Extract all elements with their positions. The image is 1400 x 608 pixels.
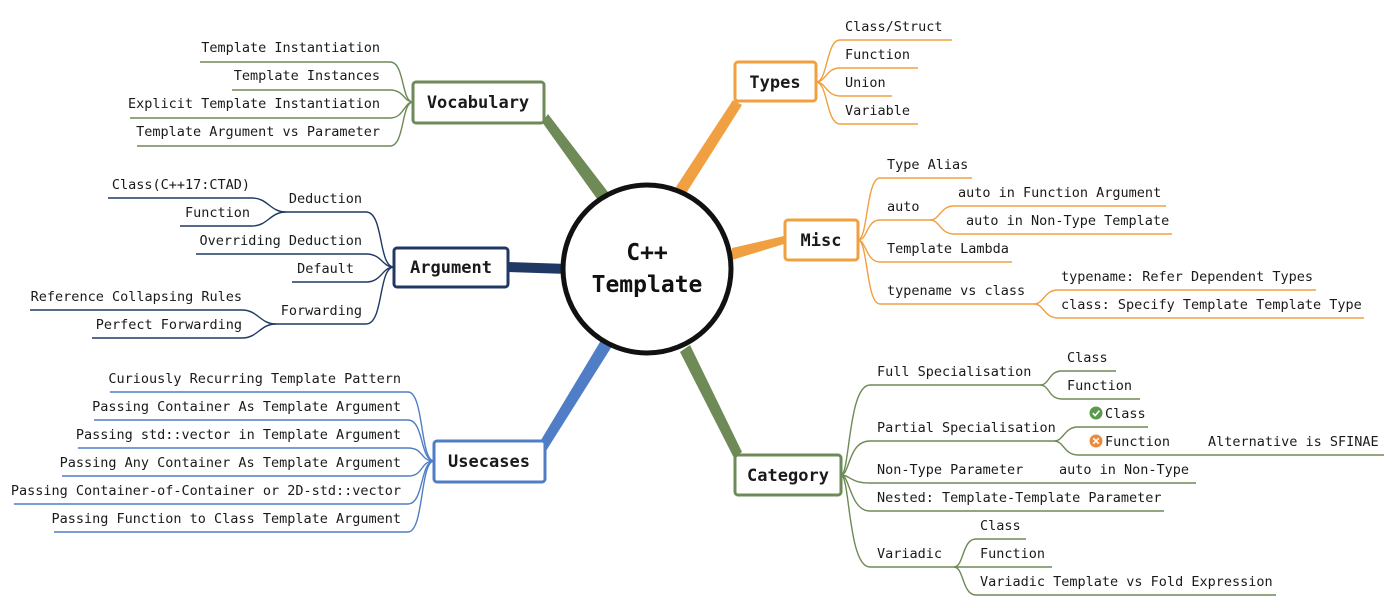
argument-forwarding[interactable]: Forwarding (281, 303, 362, 319)
category-nested-template-template[interactable]: Nested: Template-Template Parameter (877, 490, 1161, 506)
vocab-item-explicit-instantiation[interactable]: Explicit Template Instantiation (128, 96, 380, 112)
argument-deduction[interactable]: Deduction (289, 191, 362, 207)
category-non-type-parameter[interactable]: Non-Type Parameter (877, 462, 1023, 478)
usecase-item-passing-std-vector[interactable]: Passing std::vector in Template Argument (76, 427, 401, 443)
connector-category (680, 345, 742, 458)
usecase-item-crtp[interactable]: Curiously Recurring Template Pattern (108, 371, 401, 387)
node-vocabulary-label: Vocabulary (427, 93, 529, 113)
misc-auto-non-type-template[interactable]: auto in Non-Type Template (966, 213, 1169, 229)
category-full-function[interactable]: Function (1067, 378, 1132, 394)
misc-typename-vs-class[interactable]: typename vs class (887, 283, 1025, 299)
category-partial-function-note[interactable]: Alternative is SFINAE (1208, 434, 1379, 450)
types-lines (815, 39, 952, 125)
misc-lines (857, 177, 1364, 319)
types-item-class-struct[interactable]: Class/Struct (845, 19, 943, 35)
category-partial-specialisation[interactable]: Partial Specialisation (877, 420, 1056, 436)
vocab-item-template-instantiation[interactable]: Template Instantiation (201, 40, 380, 56)
misc-auto[interactable]: auto (887, 199, 920, 215)
check-circle-icon (1089, 406, 1103, 420)
usecases-lines (14, 391, 435, 533)
misc-type-alias[interactable]: Type Alias (887, 157, 968, 173)
category-full-class[interactable]: Class (1067, 350, 1108, 366)
connector-types (674, 100, 742, 195)
category-partial-function[interactable]: Function (1105, 434, 1170, 450)
category-lines (840, 370, 1384, 596)
node-usecases[interactable]: Usecases (432, 439, 547, 484)
misc-class-template-template[interactable]: class: Specify Template Template Type (1061, 297, 1362, 313)
node-vocabulary[interactable]: Vocabulary (411, 80, 546, 125)
node-category-label: Category (747, 466, 829, 486)
vocabulary-lines (130, 61, 414, 147)
usecase-item-passing-any-container[interactable]: Passing Any Container As Template Argume… (60, 455, 401, 471)
vocab-item-argument-vs-parameter[interactable]: Template Argument vs Parameter (136, 124, 380, 140)
connector-usecases (538, 337, 614, 451)
argument-forwarding-perfect[interactable]: Perfect Forwarding (96, 317, 242, 333)
argument-forwarding-reference-collapsing[interactable]: Reference Collapsing Rules (31, 289, 242, 305)
node-argument[interactable]: Argument (392, 246, 510, 289)
center-node[interactable] (560, 182, 734, 356)
usecase-item-passing-container-of-container[interactable]: Passing Container-of-Container or 2D-std… (11, 483, 401, 499)
category-variadic-fold-expression[interactable]: Variadic Template vs Fold Expression (980, 574, 1273, 590)
node-misc-label: Misc (801, 231, 842, 251)
node-types-label: Types (749, 73, 800, 93)
argument-lines (30, 197, 395, 339)
connector-vocabulary (542, 114, 611, 203)
category-full-specialisation[interactable]: Full Specialisation (877, 364, 1031, 380)
usecase-item-passing-function[interactable]: Passing Function to Class Template Argum… (52, 511, 402, 527)
node-misc[interactable]: Misc (783, 218, 860, 262)
connector-misc (732, 236, 784, 260)
types-item-variable[interactable]: Variable (845, 103, 910, 119)
node-argument-label: Argument (410, 258, 492, 278)
types-item-function[interactable]: Function (845, 47, 910, 63)
argument-deduction-class-ctad[interactable]: Class(C++17:CTAD) (112, 177, 250, 193)
misc-auto-function-argument[interactable]: auto in Function Argument (958, 185, 1161, 201)
node-types[interactable]: Types (733, 60, 818, 103)
node-category[interactable]: Category (733, 453, 843, 497)
misc-template-lambda[interactable]: Template Lambda (887, 241, 1009, 257)
connector-argument (507, 262, 568, 274)
node-usecases-label: Usecases (448, 452, 530, 472)
argument-overriding-deduction[interactable]: Overriding Deduction (199, 233, 362, 249)
misc-typename-dependent-types[interactable]: typename: Refer Dependent Types (1061, 269, 1313, 285)
argument-default[interactable]: Default (297, 261, 354, 277)
types-item-union[interactable]: Union (845, 75, 886, 91)
category-non-type-auto[interactable]: auto in Non-Type (1059, 462, 1189, 478)
category-variadic[interactable]: Variadic (877, 546, 942, 562)
usecase-item-passing-container[interactable]: Passing Container As Template Argument (92, 399, 401, 415)
center-title-line1: C++ (626, 240, 668, 266)
vocab-item-template-instances[interactable]: Template Instances (234, 68, 380, 84)
category-partial-class[interactable]: Class (1105, 406, 1146, 422)
x-circle-icon (1089, 434, 1103, 448)
category-variadic-class[interactable]: Class (980, 518, 1021, 534)
category-variadic-function[interactable]: Function (980, 546, 1045, 562)
center-title-line2: Template (592, 272, 703, 298)
argument-deduction-function[interactable]: Function (185, 205, 250, 221)
